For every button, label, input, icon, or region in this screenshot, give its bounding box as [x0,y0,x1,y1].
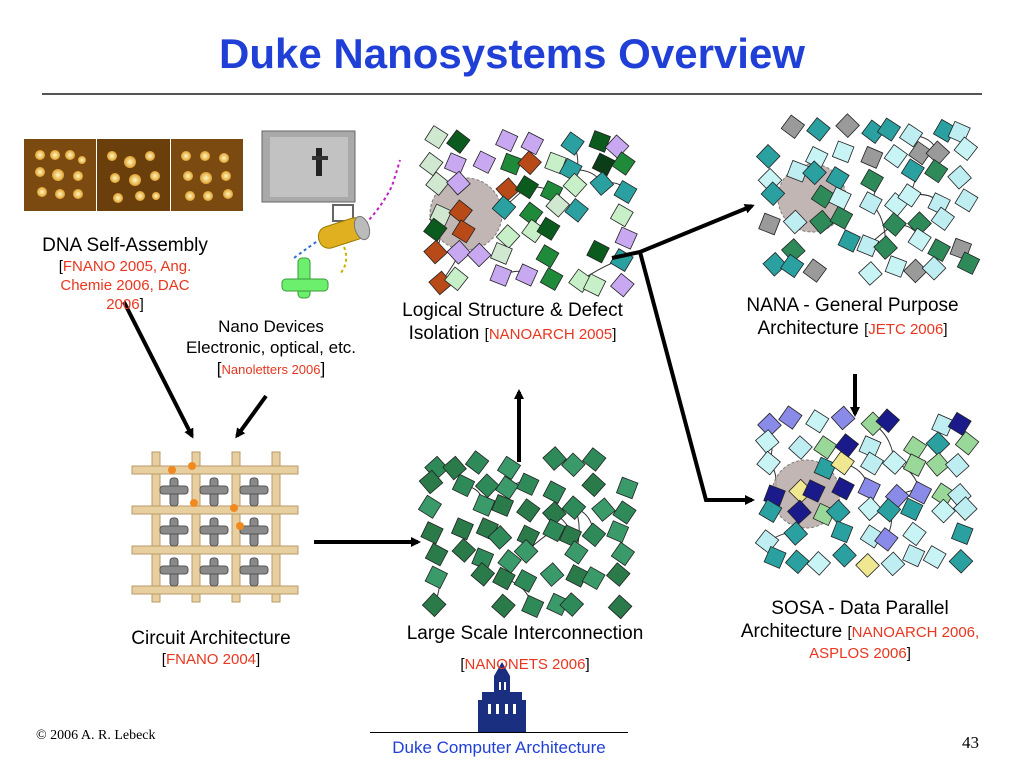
sosa-ref-text: NANOARCH 2006, [851,624,980,641]
sosa-network [754,405,980,578]
sosa-line2: Architecture [740,621,843,642]
inter-ref-close: ] [585,656,590,673]
title-divider [42,93,982,95]
circuit-ref-open: [ [161,651,166,668]
sosa-line3-row: ASPLOS 2006] [705,644,1015,663]
logical-structure-label: Logical Structure & Defect Isolation [NA… [370,299,655,346]
logical-ref-open: [ [484,326,489,343]
circuit-ref-close: ] [256,651,261,668]
duke-chapel-logo [478,662,526,732]
logical-structure-network [419,125,638,298]
logical-line2: Isolation [408,323,480,344]
sosa-ref2-text: ASPLOS 2006 [809,645,907,662]
sosa-line2-row: Architecture [NANOARCH 2006, [705,620,1015,644]
nana-ref-close: ] [943,321,948,338]
nana-ref-open: [ [864,321,869,338]
circuit-architecture-label: Circuit Architecture [FNANO 2004] [96,627,326,669]
arrow-dna-to-circuit [122,301,194,439]
interconnect-reference: [NANONETS 2006] [375,655,675,674]
nano-device-image [261,130,401,299]
logical-ref-close: ] [612,326,617,343]
circuit-reference: [FNANO 2004] [96,650,326,669]
logical-ref-text: NANOARCH 2005 [488,326,613,343]
interconnection-network [417,446,639,620]
slide-title: Duke Nanosystems Overview [219,30,805,77]
circuit-grid-image [131,451,299,603]
circuit-title: Circuit Architecture [131,628,291,649]
interconnect-title: Large Scale Interconnection [406,623,644,644]
nana-ref-text: JETC 2006 [868,321,944,338]
footer-divider [370,732,628,733]
footer-text: Duke Computer Architecture [392,738,606,757]
inter-ref-open: [ [460,656,465,673]
circuit-ref-text: FNANO 2004 [165,651,257,668]
nano-ref-open: [ [216,359,222,378]
nano-ref-text: Nanoletters 2006 [221,362,321,377]
dna-ref-close: ] [139,296,144,313]
sosa-label: SOSA - Data Parallel Architecture [NANOA… [705,597,1015,663]
nano-ref-close: ] [320,359,326,378]
nana-label: NANA - General Purpose Architecture [JET… [705,294,1000,341]
dna-tile-images [24,139,243,211]
interconnection-label: Large Scale Interconnection [NANONETS 20… [375,622,675,674]
dna-ref-text: FNANO 2005, Ang. Chemie 2006, DAC 2006 [60,258,192,313]
logical-line2-row: Isolation [NANOARCH 2005] [370,322,655,346]
nano-devices-reference: [Nanoletters 2006] [160,358,382,380]
nano-devices-line1: Nano Devices [218,317,324,336]
inter-ref-text: NANONETS 2006 [464,656,586,673]
nana-line2-row: Architecture [JETC 2006] [705,317,1000,341]
nano-devices-line2: Electronic, optical, etc. [185,338,357,357]
flow-arrows [122,204,860,547]
copyright-notice: © 2006 A. R. Lebeck [36,728,156,743]
dna-reference: [FNANO 2005, Ang. Chemie 2006, DAC 2006] [40,257,210,314]
nano-devices-label: Nano Devices Electronic, optical, etc. [… [160,316,382,380]
dna-ref-open: [ [58,258,63,275]
dna-self-assembly-label: DNA Self-Assembly [FNANO 2005, Ang. Chem… [10,234,240,314]
arrow-logical-to-sosa [638,251,755,505]
page-number: 43 [962,733,979,752]
sosa-ref-open: [ [847,624,852,641]
arrow-devices-to-circuit [235,394,268,439]
sosa-line1: SOSA - Data Parallel [771,598,949,619]
nana-line2: Architecture [757,318,859,339]
logical-line1: Logical Structure & Defect [402,300,623,321]
nana-line1: NANA - General Purpose [746,295,959,316]
dna-title: DNA Self-Assembly [42,235,208,256]
nana-network [755,113,981,286]
sosa-ref-close: ] [906,645,911,662]
